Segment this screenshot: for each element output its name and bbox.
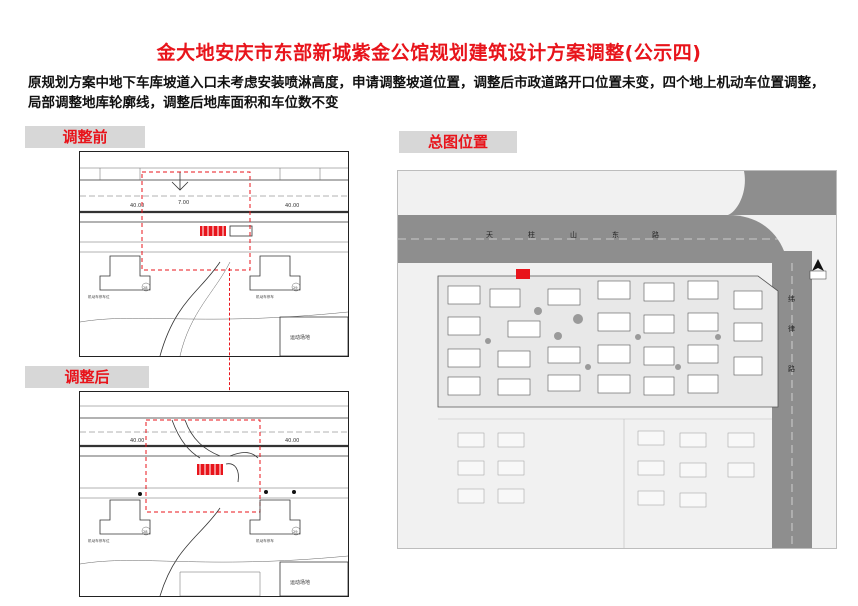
building-no-left-after: 28 [143,530,148,534]
road-top-char-3: 东 [612,230,619,239]
road-top-char-0: 天 [486,231,493,239]
neighbouring-buildings [457,430,755,508]
garage-ramp-marker-after [197,463,239,483]
site-map: 天 柱 山 东 路 纬 律 路 [397,170,837,549]
building-info-right: 机动车停车 [256,294,274,299]
building-left-after [99,499,151,536]
adjust-area-box [141,171,251,271]
building-left [99,255,151,292]
road-right-char-2: 路 [788,364,795,373]
before-after-connector [229,268,230,410]
building-right-after [249,499,301,536]
road-top-char-1: 柱 [528,230,535,239]
ramp-location-marker [516,269,530,279]
dim-right-after: 40.00 [285,438,299,444]
plan-before: 40.00 40.00 7.00 28 29 机动车停车位 机动车停车 [79,151,349,357]
building-no-right-after: 29 [293,530,298,534]
plan-before-drawing: 40.00 40.00 7.00 28 29 机动车停车位 机动车停车 [80,167,348,356]
page-title: 金大地安庆市东部新城紫金公馆规划建筑设计方案调整(公示四) [156,42,702,64]
north-arrow-icon [809,259,827,280]
label-after: 调整后 [25,366,149,388]
adjust-area-box-after [145,419,261,513]
sports-area-label: 运动场地 [290,334,310,341]
residential-buildings [447,280,763,396]
road-right-char-0: 纬 [788,294,795,303]
plan-after: 40.00 40.00 28 29 机动车停车位 机动车 [79,391,349,597]
label-site-location: 总图位置 [399,131,517,153]
building-right [249,255,301,292]
green-space [485,307,721,370]
site-map-drawing: 天 柱 山 东 路 纬 律 路 [398,171,836,548]
dim-left: 40.00 [130,203,144,209]
sports-area-label-after: 运动场地 [290,579,310,586]
road-right-char-1: 律 [788,324,795,333]
dim-left-after: 40.00 [130,438,144,444]
dim-mid: 7.00 [178,200,189,206]
dim-right: 40.00 [285,203,299,209]
road-top-char-4: 路 [652,230,659,239]
road-top-char-2: 山 [570,230,577,239]
adjustment-description: 原规划方案中地下车库坡道入口未考虑安装喷淋高度，申请调整坡道位置，调整后市政道路… [28,75,825,111]
building-no-right: 29 [293,286,298,290]
building-info-left: 机动车停车位 [88,294,110,299]
building-no-left: 28 [143,286,148,290]
label-before: 调整前 [25,126,145,148]
building-info-right-after: 机动车停车 [256,538,274,543]
plan-after-drawing: 40.00 40.00 28 29 机动车停车位 机动车 [80,405,348,596]
garage-ramp-marker [200,225,253,237]
building-info-left-after: 机动车停车位 [88,538,110,543]
